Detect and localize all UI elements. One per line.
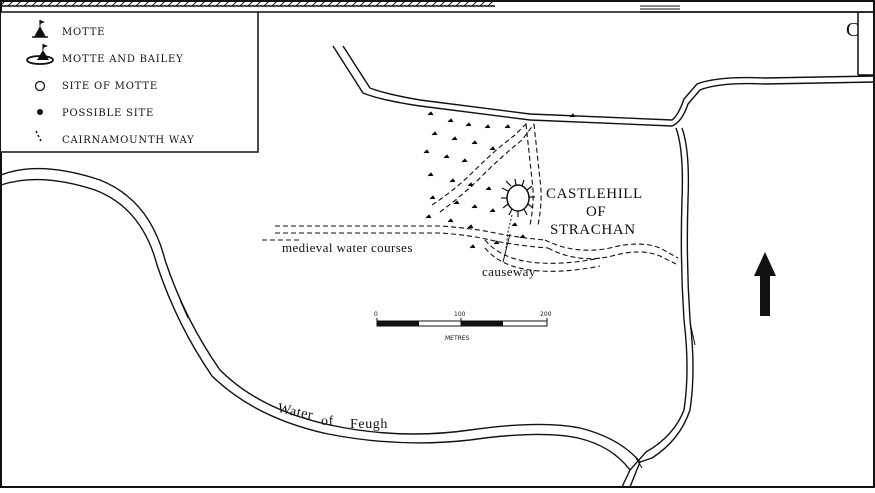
possible-site-icon — [37, 109, 43, 115]
motte-and-bailey-icon — [26, 44, 54, 65]
water-courses — [262, 121, 679, 272]
legend-label-motte: MOTTE — [62, 27, 105, 38]
causeway-line — [502, 214, 513, 263]
site-label-line2: OF — [586, 204, 606, 220]
scale-tick-0: 0 — [374, 311, 378, 318]
cairnamounth-way-icon — [35, 130, 42, 142]
legend-label-site-of-motte: SITE OF MOTTE — [62, 81, 158, 92]
field-ticks — [423, 111, 576, 249]
scale-tick-200: 200 — [540, 311, 552, 318]
legend-label-possible-site: POSSIBLE SITE — [62, 108, 154, 119]
water-courses-label: medieval water courses — [282, 240, 413, 255]
scale-unit: METRES — [445, 335, 470, 342]
site-label-line3: STRACHAN — [550, 222, 636, 238]
north-arrow-icon — [754, 252, 776, 316]
scale-tick-100: 100 — [454, 311, 466, 318]
castlehill-motte-earthwork — [501, 178, 535, 217]
legend: MOTTE MOTTE AND BAILEY SITE OF MOTTE POS… — [1, 11, 259, 153]
legend-label-cairnamounth-way: CAIRNAMOUNTH WAY — [62, 135, 195, 146]
scale-bar: 0 100 200 METRES — [374, 311, 552, 342]
river-label-word2: of — [321, 414, 334, 429]
river-water-of-feugh — [0, 127, 694, 488]
road — [332, 45, 875, 127]
causeway-label: causeway — [482, 264, 536, 279]
top-hatch-border — [0, 0, 875, 13]
motte-icon — [32, 20, 48, 38]
site-label-line1: CASTLEHILL — [546, 186, 643, 202]
panel-letter: C — [846, 19, 859, 41]
legend-box — [1, 11, 259, 153]
river-label-word3: Feugh — [350, 417, 388, 432]
site-of-motte-icon — [34, 80, 46, 92]
river-label-word1: Water — [276, 401, 314, 423]
legend-label-motte-and-bailey: MOTTE AND BAILEY — [62, 54, 183, 65]
river-bank-ticks — [179, 299, 696, 469]
